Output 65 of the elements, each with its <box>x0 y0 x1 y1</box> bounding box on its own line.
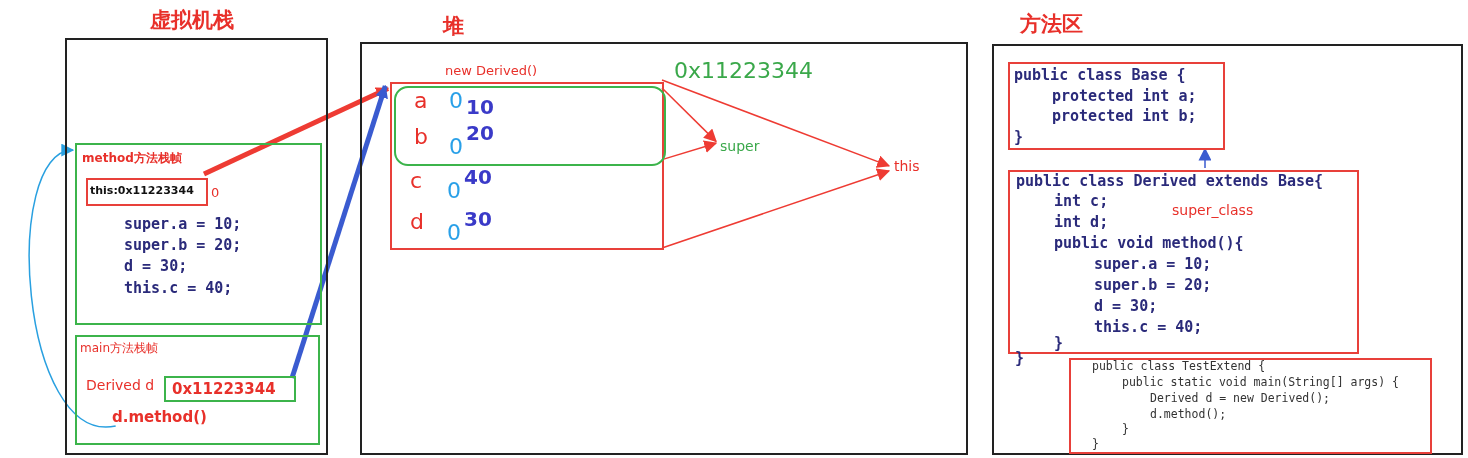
code-line: this.c = 40; <box>124 280 233 298</box>
field-name: a <box>414 88 428 114</box>
default-value: 0 <box>449 88 463 114</box>
code-line: d.method(); <box>1150 408 1227 422</box>
code-line: } <box>1054 335 1064 353</box>
arrow <box>289 84 388 379</box>
code-line: protected int a; <box>1052 88 1197 106</box>
frame-label: main方法栈帧 <box>80 342 158 356</box>
address-label: 0x11223344 <box>674 60 813 82</box>
code-line: this.c = 40; <box>1094 319 1203 337</box>
code-line: super.b = 20; <box>124 237 242 255</box>
code-line: public void method(){ <box>1054 235 1244 253</box>
code-line: public class Derived extends Base{ <box>1016 173 1324 191</box>
code-line: int d; <box>1054 214 1109 232</box>
panel-title: 堆 <box>443 14 464 39</box>
field-name: c <box>410 168 423 194</box>
code-line: } <box>1092 438 1099 452</box>
arrow <box>661 168 891 249</box>
stack-frame-box <box>75 143 322 325</box>
value-text: 0 <box>211 186 220 201</box>
code-line: d = 30; <box>124 258 188 276</box>
code-line: public class TestExtend { <box>1092 360 1266 374</box>
code-line: super.b = 20; <box>1094 277 1212 295</box>
assigned-value: 30 <box>464 208 492 231</box>
reference-box <box>164 376 296 402</box>
arrow <box>661 79 891 168</box>
code-line: } <box>1014 129 1024 147</box>
frame-label: method方法栈帧 <box>82 152 182 166</box>
reference-value: 0x11223344 <box>172 381 276 399</box>
object-label: new Derived() <box>445 64 538 79</box>
reference-value: d.method() <box>112 409 207 427</box>
variable-label: this <box>894 158 920 175</box>
edge-label: super_class <box>1172 202 1254 219</box>
default-value: 0 <box>447 220 461 246</box>
code-line: public static void main(String[] args) { <box>1122 376 1399 390</box>
field-name: b <box>414 124 428 150</box>
super-label: super <box>720 138 760 155</box>
stack-frame-box <box>75 335 320 445</box>
assigned-value: 10 <box>466 96 494 119</box>
reference-value: this:0x11223344 <box>90 185 194 198</box>
code-line: super.a = 10; <box>1094 256 1212 274</box>
code-line: public class Base { <box>1014 67 1186 85</box>
variable-label: Derived d <box>86 377 155 394</box>
code-line: int c; <box>1054 193 1109 211</box>
assigned-value: 40 <box>464 166 492 189</box>
arrow <box>28 147 117 427</box>
closing-brace: } <box>1015 350 1025 368</box>
arrow <box>661 140 718 161</box>
code-box <box>1069 358 1432 454</box>
field-name: d <box>410 209 424 235</box>
assigned-value: 20 <box>466 122 494 145</box>
arrow <box>202 86 390 177</box>
panel-title: 虚拟机栈 <box>150 8 234 33</box>
panel-title: 方法区 <box>1020 12 1083 37</box>
arrow <box>661 87 717 143</box>
code-line: protected int b; <box>1052 108 1197 126</box>
code-line: Derived d = new Derived(); <box>1150 392 1330 406</box>
code-box <box>1008 62 1225 150</box>
default-value: 0 <box>449 134 463 160</box>
field-group-box <box>394 86 666 166</box>
code-line: } <box>1122 423 1129 437</box>
default-value: 0 <box>447 178 461 204</box>
arrow <box>1198 147 1212 169</box>
code-line: super.a = 10; <box>124 216 242 234</box>
code-line: d = 30; <box>1094 298 1158 316</box>
